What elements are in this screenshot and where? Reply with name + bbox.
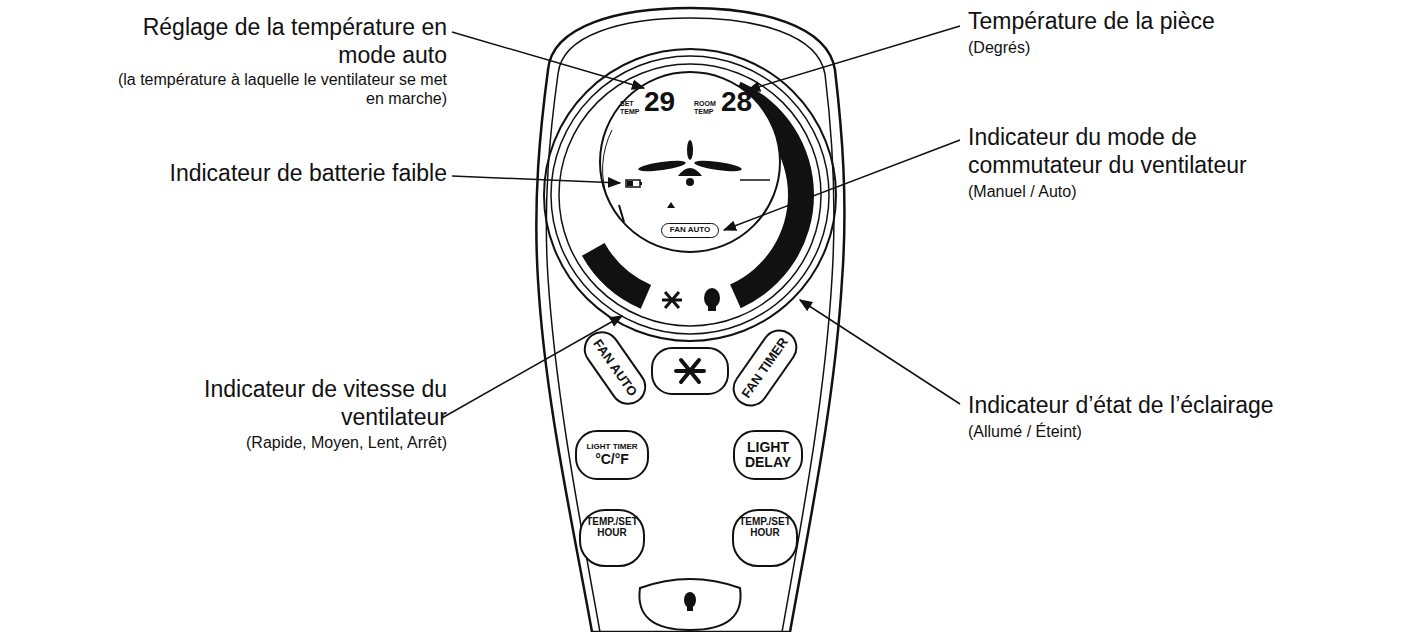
remote-button: LIGHT DELAY bbox=[733, 430, 803, 480]
callout-label: (Degrés) bbox=[968, 38, 1268, 57]
leader-line bbox=[748, 26, 960, 90]
band-icons bbox=[662, 288, 720, 311]
button-label: TEMP./SET HOUR bbox=[585, 517, 639, 538]
leader-line bbox=[452, 32, 644, 88]
remote-line bbox=[665, 292, 679, 308]
remote-circle bbox=[559, 64, 821, 326]
callout-label: Réglage de la température en mode auto bbox=[117, 14, 447, 69]
button-label: °C/°F bbox=[595, 452, 629, 467]
remote-line bbox=[681, 360, 699, 382]
remote-button: TEMP./SET HOUR bbox=[579, 509, 645, 567]
leader-line bbox=[452, 176, 620, 183]
lcd-readout: ROOM TEMP bbox=[694, 100, 720, 115]
button-label: FAN AUTO bbox=[670, 226, 710, 234]
callout-label: (Manuel / Auto) bbox=[968, 182, 1268, 201]
remote-path bbox=[667, 202, 675, 208]
remote-rect bbox=[640, 182, 642, 185]
remote-line bbox=[740, 179, 770, 181]
remote-path bbox=[603, 130, 612, 200]
remote-g bbox=[676, 360, 704, 382]
remote-line bbox=[619, 205, 624, 222]
indicator-band bbox=[582, 243, 651, 309]
remote-circle bbox=[600, 72, 780, 252]
remote-rect bbox=[627, 181, 633, 186]
remote-ellipse bbox=[694, 159, 743, 174]
remote-g bbox=[662, 292, 682, 308]
remote-button: TEMP./SET HOUR bbox=[732, 509, 798, 567]
callout-label: (Allumé / Éteint) bbox=[968, 422, 1268, 441]
remote-ellipse bbox=[687, 140, 693, 160]
callout-label: Indicateur de batterie faible bbox=[87, 160, 447, 188]
callout-label: (la température à laquelle le ventilateu… bbox=[97, 70, 447, 108]
leader-lines bbox=[442, 26, 960, 418]
button-label: LIGHT TIMER bbox=[586, 443, 637, 451]
remote-ellipse bbox=[704, 288, 720, 308]
remote-rect bbox=[687, 607, 693, 611]
remote-line bbox=[681, 360, 699, 382]
button-label: TEMP./SET HOUR bbox=[738, 517, 792, 538]
remote-path bbox=[546, 18, 834, 632]
remote-circle bbox=[551, 56, 829, 334]
lcd-readout: SET TEMP bbox=[620, 100, 644, 115]
callout-label: Indicateur de vitesse du ventilateur bbox=[197, 376, 447, 431]
remote-body bbox=[536, 8, 844, 632]
remote-path bbox=[536, 8, 844, 632]
remote-ellipse bbox=[684, 592, 696, 608]
lcd-screen bbox=[600, 72, 780, 252]
remote-circle bbox=[686, 178, 694, 186]
remote-path bbox=[639, 579, 740, 630]
remote-rect bbox=[708, 306, 716, 311]
lcd-readout: 28 bbox=[721, 88, 765, 116]
remote-path bbox=[678, 168, 702, 176]
fan-button bbox=[652, 348, 728, 394]
callout-label: Indicateur du mode de commutateur du ven… bbox=[968, 124, 1298, 179]
fan-icon bbox=[638, 140, 743, 208]
callout-label: (Rapide, Moyen, Lent, Arrêt) bbox=[127, 433, 447, 452]
remote-rect bbox=[652, 348, 728, 394]
leader-line bbox=[724, 140, 960, 230]
callout-label: Température de la pièce bbox=[968, 8, 1368, 36]
lcd-readout: 29 bbox=[644, 88, 688, 116]
remote-rect bbox=[626, 180, 640, 187]
leader-line bbox=[800, 300, 960, 404]
button-label: LIGHT DELAY bbox=[742, 440, 794, 469]
light-button bbox=[639, 579, 740, 630]
remote-ellipse bbox=[638, 159, 687, 174]
mode-indicator: FAN AUTO bbox=[661, 223, 719, 238]
remote-button: LIGHT TIMER°C/°F bbox=[575, 430, 649, 480]
callout-label: Indicateur d’état de l’éclairage bbox=[968, 392, 1388, 420]
remote-line bbox=[665, 292, 679, 308]
remote-circle bbox=[544, 49, 836, 341]
